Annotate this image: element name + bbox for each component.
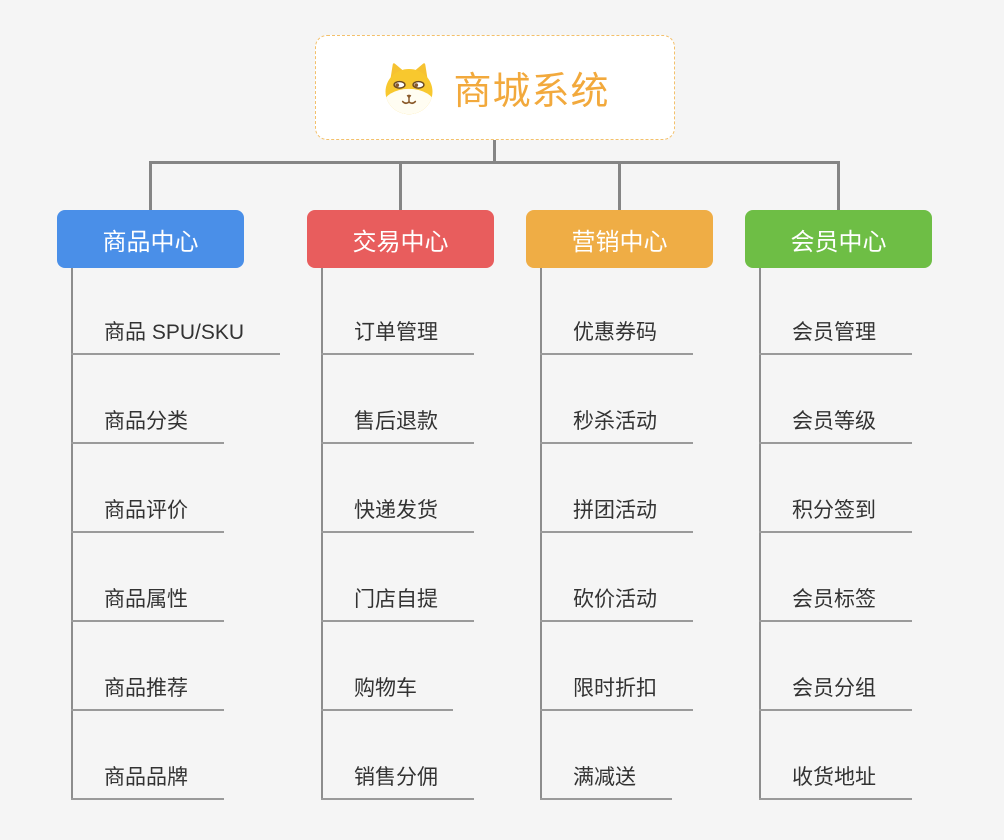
root-node[interactable]: 商城系统	[315, 35, 675, 140]
leaf-node[interactable]: 销售分佣	[321, 764, 474, 800]
leaf-node[interactable]: 收货地址	[759, 764, 912, 800]
root-node-title: 商城系统	[453, 71, 610, 113]
leaf-node[interactable]: 商品评价	[71, 497, 224, 533]
connector-line	[493, 140, 496, 163]
leaf-node[interactable]: 订单管理	[321, 319, 474, 355]
leaf-node[interactable]: 优惠券码	[540, 319, 693, 355]
branch-trunk-line	[321, 268, 323, 800]
leaf-node[interactable]: 会员等级	[759, 408, 912, 444]
branch-trunk-line	[540, 268, 542, 800]
connector-line	[837, 161, 840, 210]
leaf-node[interactable]: 商品 SPU/SKU	[71, 319, 281, 355]
branch-trunk-line	[71, 268, 73, 800]
branch-node-trade-center[interactable]: 交易中心	[307, 210, 494, 268]
shiba-dog-icon	[380, 60, 438, 116]
leaf-node[interactable]: 商品属性	[71, 586, 224, 622]
leaf-node[interactable]: 拼团活动	[540, 497, 693, 533]
connector-line	[618, 161, 621, 210]
leaf-node[interactable]: 会员管理	[759, 319, 912, 355]
leaf-node[interactable]: 会员分组	[759, 675, 912, 711]
branch-label: 营销中心	[571, 228, 668, 256]
leaf-node[interactable]: 秒杀活动	[540, 408, 693, 444]
branch-node-marketing-center[interactable]: 营销中心	[526, 210, 713, 268]
connector-line	[149, 161, 840, 164]
leaf-node[interactable]: 快递发货	[321, 497, 474, 533]
leaf-node[interactable]: 购物车	[321, 675, 453, 711]
branch-node-member-center[interactable]: 会员中心	[745, 210, 932, 268]
leaf-node[interactable]: 会员标签	[759, 586, 912, 622]
branch-trunk-line	[759, 268, 761, 800]
connector-line	[149, 161, 152, 210]
connector-line	[399, 161, 402, 210]
leaf-node[interactable]: 商品推荐	[71, 675, 224, 711]
branch-label: 交易中心	[352, 228, 449, 256]
leaf-node[interactable]: 限时折扣	[540, 675, 693, 711]
branch-label: 会员中心	[790, 228, 887, 256]
leaf-node[interactable]: 售后退款	[321, 408, 474, 444]
branch-node-product-center[interactable]: 商品中心	[57, 210, 244, 268]
leaf-node[interactable]: 砍价活动	[540, 586, 693, 622]
branch-label: 商品中心	[102, 228, 199, 256]
leaf-node[interactable]: 满减送	[540, 764, 672, 800]
leaf-node[interactable]: 商品分类	[71, 408, 224, 444]
leaf-node[interactable]: 积分签到	[759, 497, 912, 533]
leaf-node[interactable]: 门店自提	[321, 586, 474, 622]
leaf-node[interactable]: 商品品牌	[71, 764, 224, 800]
